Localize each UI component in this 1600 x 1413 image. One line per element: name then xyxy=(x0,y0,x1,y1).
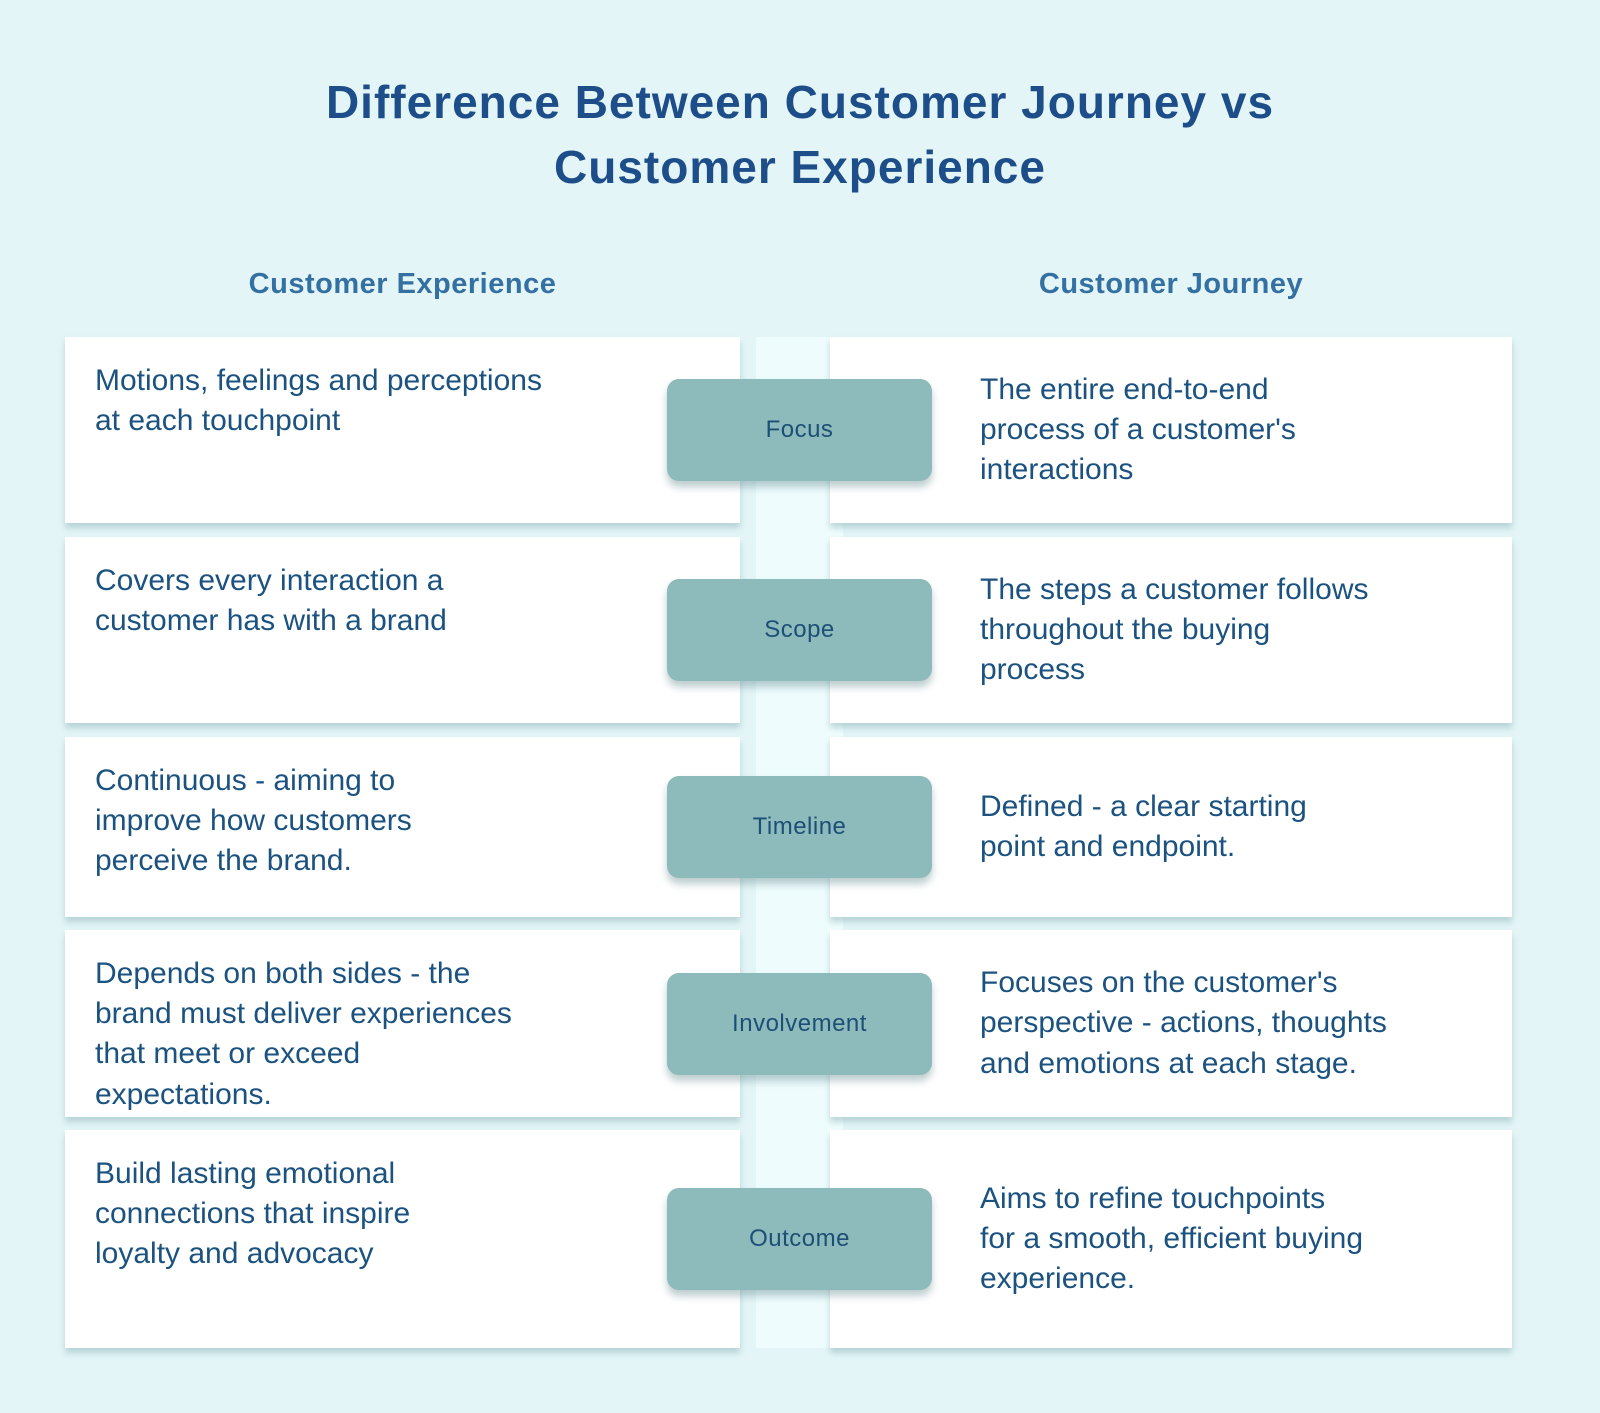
journey-card: Aims to refine touchpoints for a smooth,… xyxy=(830,1130,1512,1348)
journey-text: Aims to refine touchpoints for a smooth,… xyxy=(980,1181,1363,1296)
journey-text: Focuses on the customer's perspective - … xyxy=(980,966,1387,1080)
journey-text: The entire end-to-end process of a custo… xyxy=(980,372,1296,487)
journey-text: The steps a customer follows throughout … xyxy=(980,572,1369,687)
comparison-row-outcome: Build lasting emotional connections that… xyxy=(65,1130,1512,1348)
badge-label: Timeline xyxy=(752,813,847,840)
column-header-journey: Customer Journey xyxy=(1038,268,1304,300)
attribute-badge-focus: Focus xyxy=(667,379,932,481)
journey-card: The entire end-to-end process of a custo… xyxy=(830,337,1512,523)
comparison-row-timeline: Continuous - aiming to improve how custo… xyxy=(65,737,1512,917)
badge-label: Involvement xyxy=(732,1009,867,1037)
experience-card: Motions, feelings and perceptions at eac… xyxy=(65,337,740,523)
comparison-row-scope: Covers every interaction a customer has … xyxy=(65,537,1512,723)
experience-text: Depends on both sides - the brand must d… xyxy=(95,957,512,1111)
experience-text: Motions, feelings and perceptions at eac… xyxy=(95,364,542,438)
attribute-badge-outcome: Outcome xyxy=(667,1188,932,1290)
column-header-experience: Customer Experience xyxy=(248,268,557,300)
attribute-badge-timeline: Timeline xyxy=(667,776,932,878)
journey-card: Defined - a clear starting point and end… xyxy=(830,737,1512,917)
experience-card: Depends on both sides - the brand must d… xyxy=(65,930,740,1117)
experience-card: Covers every interaction a customer has … xyxy=(65,537,740,723)
comparison-row-focus: Motions, feelings and perceptions at eac… xyxy=(65,337,1512,523)
experience-card: Build lasting emotional connections that… xyxy=(65,1130,740,1348)
attribute-badge-scope: Scope xyxy=(667,579,932,681)
badge-label: Scope xyxy=(764,616,835,643)
experience-text: Continuous - aiming to improve how custo… xyxy=(95,764,412,878)
badge-label: Outcome xyxy=(749,1225,850,1252)
journey-card: The steps a customer follows throughout … xyxy=(830,537,1512,723)
experience-text: Build lasting emotional connections that… xyxy=(95,1157,411,1271)
comparison-row-involvement: Depends on both sides - the brand must d… xyxy=(65,930,1512,1117)
badge-label: Focus xyxy=(765,416,834,443)
journey-card: Focuses on the customer's perspective - … xyxy=(830,930,1512,1117)
attribute-badge-involvement: Involvement xyxy=(667,972,932,1075)
experience-card: Continuous - aiming to improve how custo… xyxy=(65,737,740,917)
page-title: Difference Between Customer Journey vs C… xyxy=(325,76,1275,194)
experience-text: Covers every interaction a customer has … xyxy=(95,564,447,638)
journey-text: Defined - a clear starting point and end… xyxy=(980,789,1307,863)
